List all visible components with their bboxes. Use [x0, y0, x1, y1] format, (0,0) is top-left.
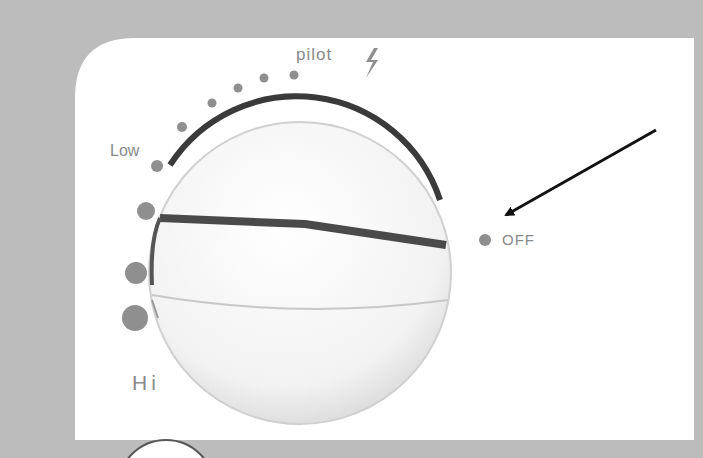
pointer-arrow — [506, 130, 656, 215]
low-label: Low — [110, 143, 139, 159]
control-knob — [149, 96, 451, 424]
pilot-label: pilot — [296, 46, 332, 63]
panel-face — [75, 38, 694, 440]
second-knob — [118, 440, 214, 458]
off-label: OFF — [502, 232, 535, 247]
hi-label: Hi — [132, 372, 160, 393]
ignition-symbol — [366, 48, 378, 78]
